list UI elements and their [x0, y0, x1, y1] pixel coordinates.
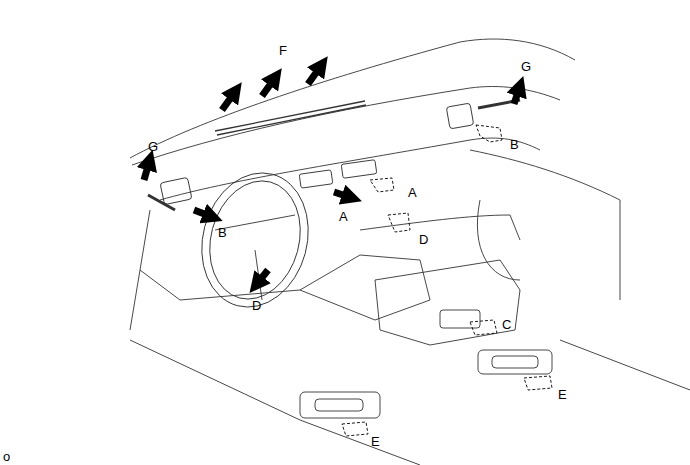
- callout-letter: B: [218, 226, 227, 239]
- airflow-arrow: [514, 92, 518, 104]
- hidden-outlet: [342, 422, 368, 436]
- callout-letter: A: [339, 210, 348, 223]
- floor-vent-grille: [492, 356, 538, 368]
- floor-vent-grille: [315, 399, 363, 411]
- floor-vent: [478, 350, 552, 374]
- airflow-arrow: [334, 192, 346, 196]
- floor-vent: [300, 392, 380, 418]
- armrest-console: [375, 260, 520, 345]
- dashboard-face: [160, 138, 540, 200]
- airflow-arrow: [308, 70, 318, 84]
- glovebox: [360, 215, 520, 240]
- callout-letter: G: [148, 140, 158, 153]
- rear-vent: [440, 310, 480, 328]
- airflow-arrow: [222, 96, 232, 110]
- airflow-arrow: [194, 210, 207, 215]
- callout-letter: C: [502, 318, 511, 331]
- callout-letter: G: [521, 60, 531, 73]
- center-vent: [341, 160, 377, 179]
- steering-wheel: [197, 171, 313, 310]
- callout-letter: A: [408, 186, 417, 199]
- callout-letter: D: [252, 299, 261, 312]
- hidden-outlet: [388, 213, 410, 232]
- side-defroster: [148, 195, 175, 210]
- airflow-arrow: [262, 82, 272, 96]
- airflow-arrow: [260, 270, 268, 280]
- windshield-edge: [130, 39, 575, 158]
- hidden-outlet: [476, 125, 502, 142]
- callout-letter: B: [510, 138, 519, 151]
- callout-letter: o: [3, 450, 10, 463]
- floor-edge: [130, 340, 690, 465]
- side-vent: [446, 103, 473, 129]
- center-vent: [299, 170, 333, 188]
- steering-wheel: [187, 161, 323, 319]
- hidden-outlet: [524, 376, 552, 390]
- dashboard-top: [132, 87, 560, 166]
- callout-letter: E: [371, 435, 380, 448]
- steering-spoke: [215, 215, 295, 300]
- dashboard-lower: [130, 210, 300, 330]
- defroster-slot: [215, 101, 366, 135]
- hidden-outlet: [370, 178, 394, 192]
- callout-letter: F: [279, 44, 287, 57]
- callout-letter: D: [419, 233, 428, 246]
- callout-letter: E: [558, 388, 567, 401]
- center-console: [300, 255, 430, 320]
- hidden-outlet: [470, 320, 497, 335]
- side-vent: [160, 177, 192, 204]
- airflow-arrow: [144, 166, 148, 180]
- door: [470, 150, 620, 300]
